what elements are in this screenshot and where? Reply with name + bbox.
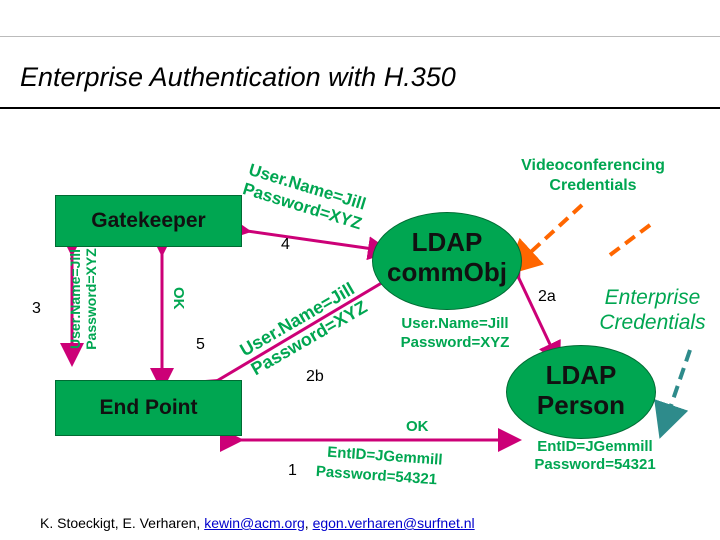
ldap-commobj-ellipse: LDAP commObj: [372, 212, 522, 310]
step-3-label: 3: [32, 300, 41, 317]
person-creds-line1: EntID=JGemmill: [537, 438, 653, 455]
endpoint-box: End Point: [55, 380, 242, 436]
dashed-arrow-enterprise: [654, 349, 692, 439]
comm-credentials: User.Name=Jill Password=XYZ: [380, 314, 530, 352]
footer-email-1[interactable]: kewin@acm.org: [204, 515, 305, 531]
ldap-person-line2: Person: [536, 390, 626, 420]
arrow-step-4: [226, 216, 392, 261]
footer-authors: K. Stoeckigt, E. Verharen,: [40, 515, 205, 531]
step-1-label: 1: [288, 462, 297, 479]
page-title: Enterprise Authentication with H.350: [20, 62, 456, 92]
videoconf-line1: Videoconferencing: [521, 157, 665, 174]
person-creds-line2: Password=54321: [534, 456, 656, 473]
videoconf-credentials: Videoconferencing Credentials: [498, 156, 688, 196]
step-2a-label: 2a: [538, 288, 556, 305]
gatekeeper-label: Gatekeeper: [91, 209, 206, 232]
enterprise-credentials: Enterprise Credentials: [590, 285, 715, 335]
gk-side-credentials: User.Name=Jill Password=XYZ: [67, 231, 101, 367]
ldap-person-ellipse: LDAP Person: [506, 345, 656, 439]
comm-creds-line2: Password=XYZ: [400, 334, 510, 351]
gatekeeper-box: Gatekeeper: [55, 195, 242, 247]
ldap-person-line1: LDAP: [545, 360, 617, 390]
ok-bottom-label: OK: [406, 418, 429, 435]
arrow-step-2b: [193, 268, 406, 402]
gk-side-creds-line1: User.Name=Jill: [67, 249, 83, 350]
footer-separator: ,: [304, 515, 313, 531]
ldap-commobj-line1: LDAP: [411, 227, 483, 257]
dashed-arrow-videoconf: [505, 203, 584, 276]
footer: K. Stoeckigt, E. Verharen, kewin@acm.org…: [40, 515, 475, 531]
arrow-step-2a: [499, 254, 561, 366]
step-4-label: 4: [281, 236, 290, 253]
top-rule: [0, 36, 720, 37]
endpoint-label: End Point: [99, 396, 198, 419]
footer-email-2[interactable]: egon.verharen@surfnet.nl: [312, 515, 475, 531]
ok-vertical-label: OK: [170, 287, 187, 310]
person-credentials: EntID=JGemmill Password=54321: [510, 438, 680, 474]
dashed-line-orange: [608, 223, 652, 257]
enterprise-line2: Credentials: [599, 311, 706, 334]
ldap-commobj-line2: commObj: [387, 257, 507, 287]
comm-creds-line1: User.Name=Jill: [401, 315, 509, 332]
gk-side-creds-line2: Password=XYZ: [83, 248, 99, 350]
step-2b-label: 2b: [306, 368, 324, 385]
step-5-label: 5: [196, 336, 205, 353]
title-rule: [0, 107, 720, 109]
videoconf-line2: Credentials: [549, 177, 637, 194]
enterprise-line1: Enterprise: [604, 286, 701, 309]
